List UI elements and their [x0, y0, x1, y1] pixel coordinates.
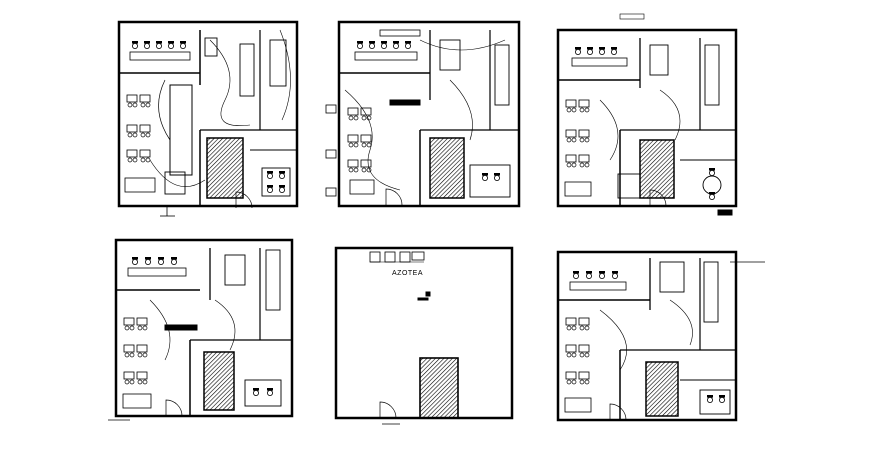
- plan-3: [556, 13, 738, 216]
- azotea-label: AZOTEA: [392, 270, 424, 277]
- plan-4: [108, 238, 294, 421]
- plan-2: [325, 20, 521, 208]
- plan-5: [334, 246, 514, 425]
- plan-6: [556, 250, 765, 422]
- plan-1: [117, 20, 299, 217]
